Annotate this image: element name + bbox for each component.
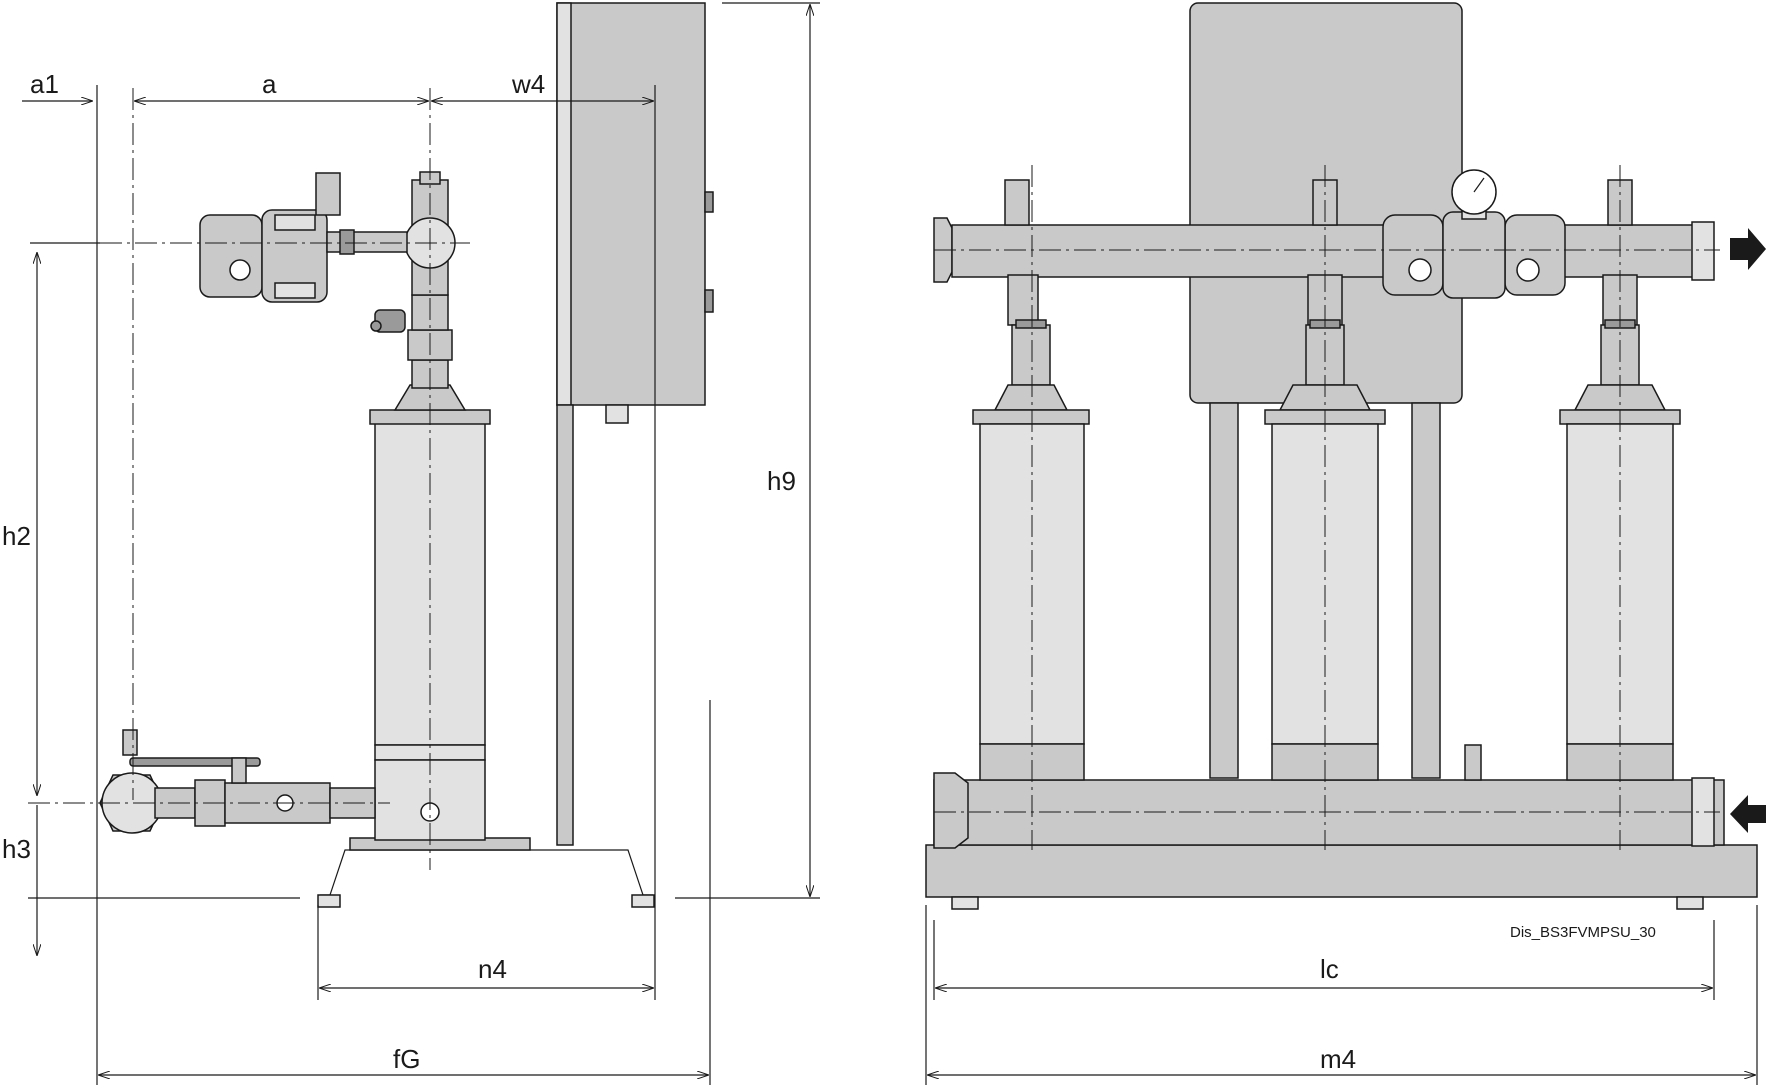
drawing-reference: Dis_BS3FVMPSU_30 bbox=[1510, 924, 1656, 941]
dim-label-h9: h9 bbox=[767, 466, 796, 496]
centre-lines-front bbox=[934, 165, 1720, 850]
dim-label-a: a bbox=[262, 69, 277, 99]
extension-lines-front bbox=[925, 905, 1758, 1085]
extension-lines-side bbox=[28, 2, 820, 1085]
control-panel-side bbox=[556, 2, 714, 846]
pressure-sensor-side bbox=[199, 172, 408, 303]
dim-label-a1: a1 bbox=[30, 69, 59, 99]
suction-valve-side bbox=[99, 729, 376, 834]
side-view: a1 a w4 h2 h3 h9 n4 fG bbox=[2, 2, 820, 1085]
dim-label-n4: n4 bbox=[478, 954, 507, 984]
dim-label-fG: fG bbox=[393, 1044, 420, 1074]
centre-lines-side bbox=[28, 88, 470, 870]
dim-label-h3: h3 bbox=[2, 834, 31, 864]
dim-label-lc: lc bbox=[1320, 954, 1339, 984]
dimension-lines-front bbox=[928, 988, 1755, 1075]
dimension-lines-side bbox=[22, 5, 810, 1075]
dim-label-w4: w4 bbox=[511, 69, 545, 99]
front-view: lc m4 Dis_BS3FVMPSU_30 bbox=[925, 2, 1766, 1085]
dim-label-h2: h2 bbox=[2, 521, 31, 551]
dim-label-m4: m4 bbox=[1320, 1044, 1356, 1074]
base-frame-side bbox=[317, 837, 655, 908]
